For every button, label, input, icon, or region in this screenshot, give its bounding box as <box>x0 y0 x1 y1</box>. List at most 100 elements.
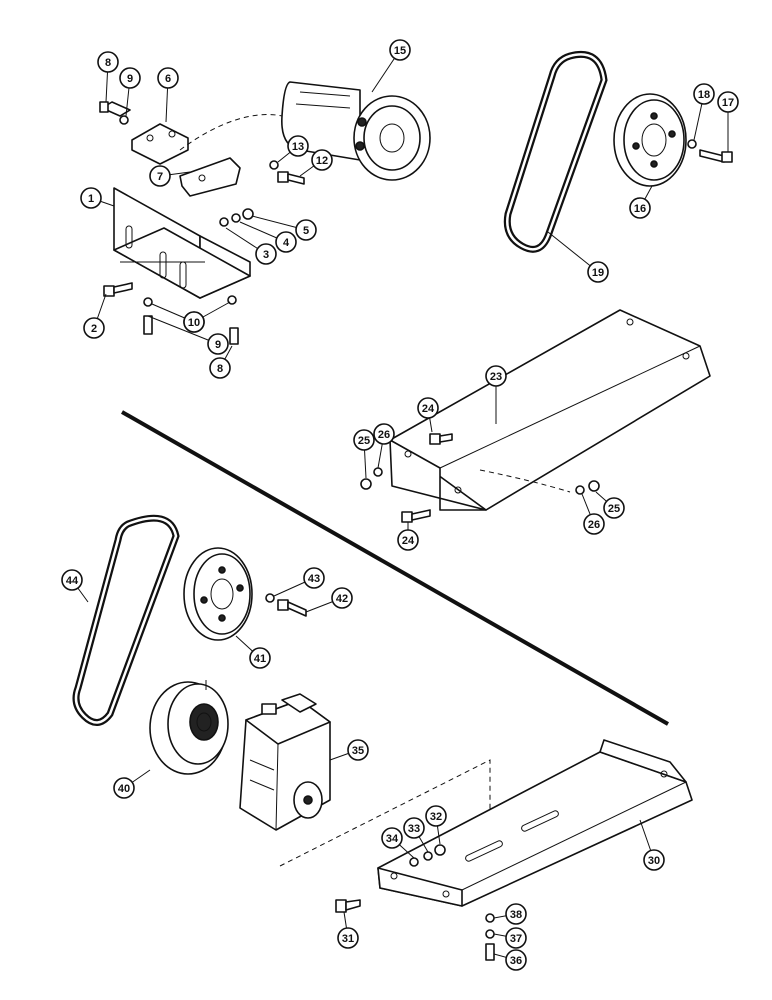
callout-44: 44 <box>61 569 89 603</box>
washer-34 <box>409 857 419 867</box>
callout-number: 32 <box>430 811 442 823</box>
callout-number: 1 <box>88 193 94 205</box>
callout-number: 19 <box>592 267 604 279</box>
callout-circle <box>295 219 317 241</box>
callout-number: 37 <box>510 933 522 945</box>
washer-33 <box>423 851 433 861</box>
callout-26-1: 26 <box>373 423 395 469</box>
compressor-top <box>281 81 431 181</box>
callout-30: 30 <box>639 819 665 871</box>
pulley-41 <box>183 547 253 641</box>
bolt-17 <box>699 149 733 163</box>
callout-circle <box>97 51 119 73</box>
callout-number: 41 <box>254 653 266 665</box>
washer-4 <box>231 213 241 223</box>
washer-10a <box>143 297 153 307</box>
callout-18: 18 <box>693 83 715 141</box>
callout-42: 42 <box>305 587 353 613</box>
callout-26-2: 26 <box>581 493 605 535</box>
callout-number: 17 <box>722 97 734 109</box>
callout-number: 3 <box>263 249 269 261</box>
bolt-42 <box>277 599 307 617</box>
callout-circle <box>347 739 369 761</box>
nut-25b <box>588 480 600 492</box>
callout-circle <box>505 903 527 925</box>
compressor-35 <box>239 693 331 831</box>
callout-number: 42 <box>336 593 348 605</box>
washer-38 <box>485 913 495 923</box>
callout-number: 10 <box>188 317 200 329</box>
callout-number: 24 <box>402 535 415 547</box>
leader-line <box>147 315 219 345</box>
callout-38: 38 <box>493 903 527 925</box>
callout-number: 8 <box>105 57 111 69</box>
callout-number: 34 <box>386 833 399 845</box>
callout-number: 33 <box>408 823 420 835</box>
callout-16: 16 <box>629 185 653 219</box>
callout-number: 43 <box>308 573 320 585</box>
callout-24-1: 24 <box>417 397 439 433</box>
callout-circle <box>693 83 715 105</box>
callout-number: 23 <box>490 371 502 383</box>
callout-17: 17 <box>717 91 739 152</box>
callout-23: 23 <box>485 365 507 424</box>
callout-circle <box>149 165 171 187</box>
callout-circle <box>287 135 309 157</box>
callout-34: 34 <box>381 827 415 859</box>
callout-number: 18 <box>698 89 710 101</box>
washer-13 <box>269 160 279 170</box>
callout-circle <box>629 197 651 219</box>
clamp-bracket <box>179 157 241 197</box>
callout-25-2: 25 <box>595 491 625 519</box>
callout-circle <box>209 357 231 379</box>
support-bracket-23 <box>389 309 711 511</box>
callout-number: 36 <box>510 955 522 967</box>
bolt-24-lower <box>401 509 431 523</box>
callout-number: 25 <box>358 435 370 447</box>
callout-number: 31 <box>342 933 354 945</box>
mounting-bracket <box>113 187 251 299</box>
callout-circle <box>425 805 447 827</box>
washer-18 <box>687 139 697 149</box>
nut-5 <box>242 208 254 220</box>
callout-circle <box>389 39 411 61</box>
callout-circle <box>417 397 439 419</box>
bolt-8-top <box>99 101 131 117</box>
callout-circle <box>83 317 105 339</box>
callout-36: 36 <box>493 949 527 971</box>
callout-circle <box>583 513 605 535</box>
callout-circle <box>119 67 141 89</box>
callout-circle <box>717 91 739 113</box>
callout-6: 6 <box>157 67 179 123</box>
callout-25-1: 25 <box>353 429 375 479</box>
callout-number: 16 <box>634 203 646 215</box>
callout-circle <box>337 927 359 949</box>
callout-7: 7 <box>149 165 191 187</box>
callout-circle <box>303 567 325 589</box>
washer-43 <box>265 593 275 603</box>
callout-4: 4 <box>239 221 297 253</box>
callout-circle <box>157 67 179 89</box>
callout-circle <box>381 827 403 849</box>
washer-26a <box>373 467 383 477</box>
callout-number: 13 <box>292 141 304 153</box>
callout-number: 12 <box>316 155 328 167</box>
callout-3: 3 <box>225 227 277 265</box>
washer-3 <box>219 217 229 227</box>
callout-35: 35 <box>329 739 369 761</box>
callout-number: 5 <box>303 225 309 237</box>
callout-number: 8 <box>217 363 223 375</box>
callout-10-2: 10 <box>183 301 231 333</box>
callout-31: 31 <box>337 911 359 949</box>
bolt-12 <box>277 171 305 185</box>
callout-number: 25 <box>608 503 620 515</box>
washer-37 <box>485 929 495 939</box>
callout-circle <box>275 231 297 253</box>
callout-41: 41 <box>235 635 271 669</box>
callout-circle <box>113 777 135 799</box>
callout-33: 33 <box>403 817 429 853</box>
bolt-36 <box>485 943 495 961</box>
callout-number: 30 <box>648 855 660 867</box>
callout-32: 32 <box>425 805 447 845</box>
